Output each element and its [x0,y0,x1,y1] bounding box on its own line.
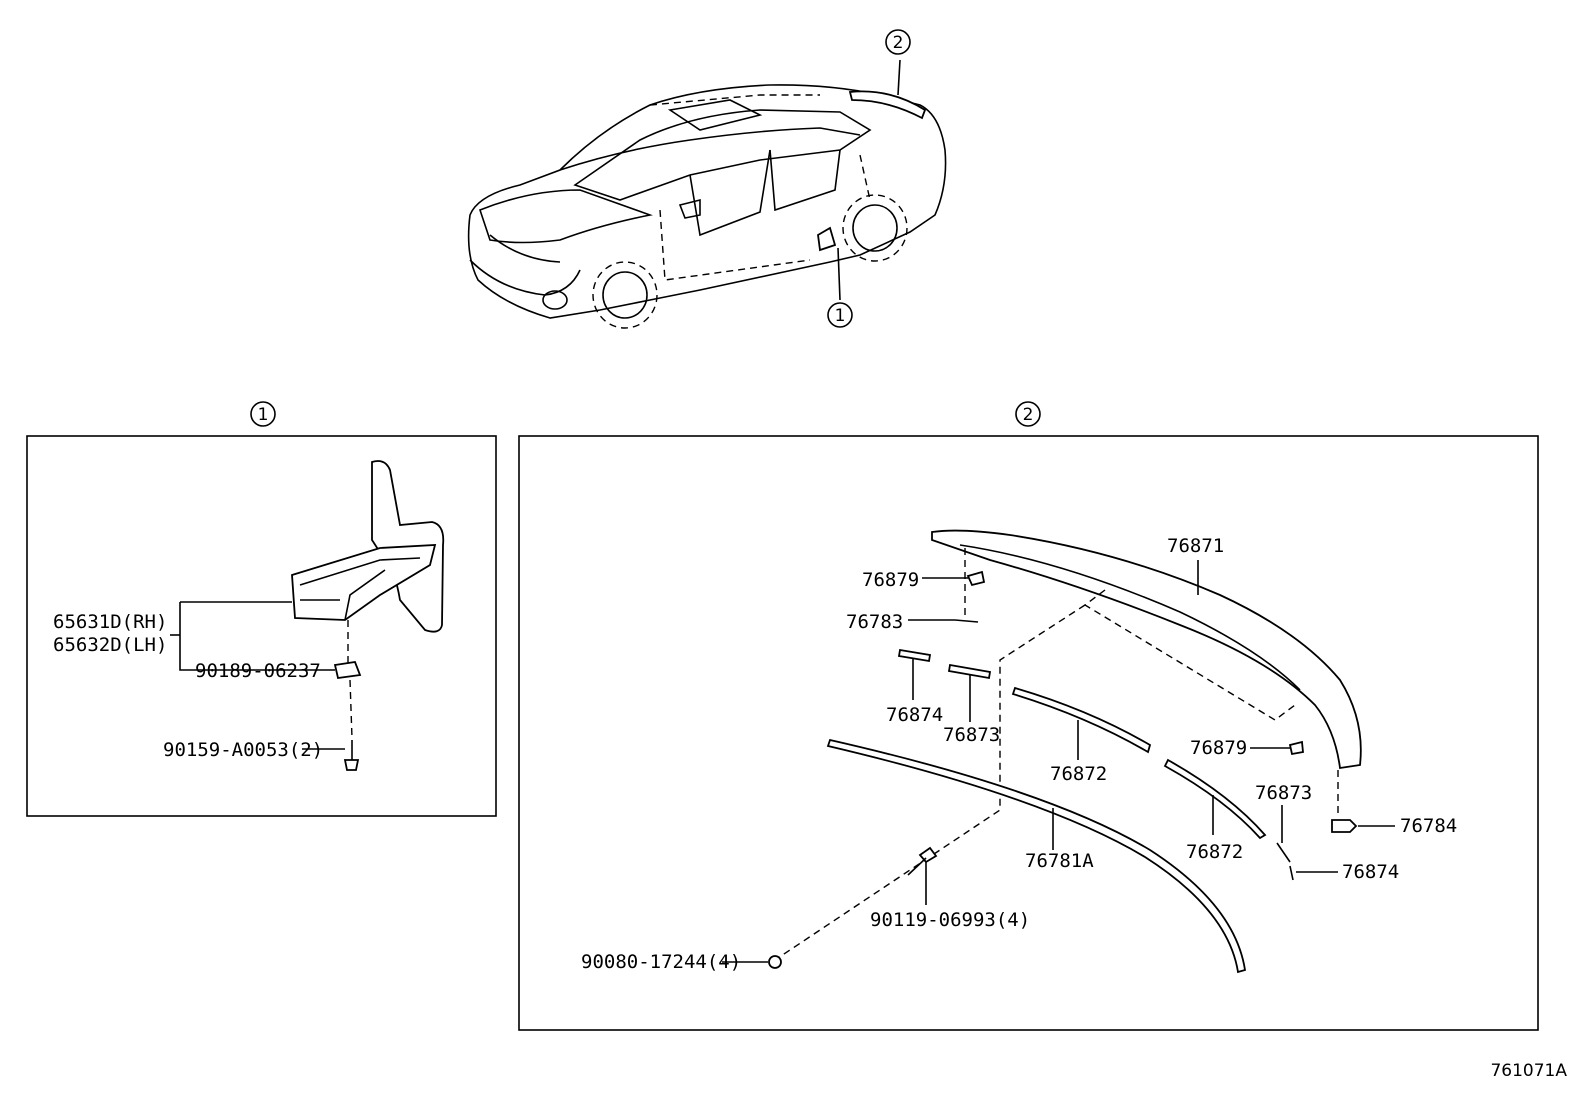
panel-2-callout-label: 2 [1023,405,1034,425]
label-76874-b: 76874 [1342,861,1399,883]
label-76872-b: 76872 [1186,841,1243,863]
label-65632D: 65632D(LH) [53,634,167,656]
label-76874-a: 76874 [886,704,943,726]
label-76784: 76784 [1400,815,1457,837]
panel-2-frame [518,435,1539,1031]
label-90080: 90080-17244(4) [581,951,741,973]
panel-1-callout-label: 1 [258,405,269,425]
callout-1-car: 1 [827,302,853,328]
label-76871: 76871 [1167,535,1224,557]
spoiler-part [931,529,1362,770]
callout-2-top: 2 [885,29,911,55]
label-76781A: 76781A [1025,850,1094,872]
label-65631D: 65631D(RH) [53,611,167,633]
label-90189: 90189-06237 [195,660,321,682]
clip-part [333,661,362,680]
label-76879-a: 76879 [862,569,919,591]
panel-1-mudguard: 1 65631D(RH) 65632D(LH) 90189-06237 9015… [26,401,497,817]
label-76872-a: 76872 [1050,763,1107,785]
figure-id: 761071A [1490,1061,1567,1081]
panel-1-frame [26,435,497,817]
callout-1-car-label: 1 [835,306,846,326]
bolt-part [343,759,360,771]
label-76783: 76783 [846,611,903,633]
callout-2-top-label: 2 [893,33,904,53]
label-90159: 90159-A0053(2) [163,739,323,761]
car-overview-illustration [467,59,947,329]
label-76873-b: 76873 [1255,782,1312,804]
label-90119: 90119-06993(4) [870,909,1030,931]
molding-part [826,738,1247,974]
label-76879-b: 76879 [1190,737,1247,759]
label-76873-a: 76873 [943,724,1000,746]
panel-2-rear-spoiler: 2 [518,401,1539,1031]
